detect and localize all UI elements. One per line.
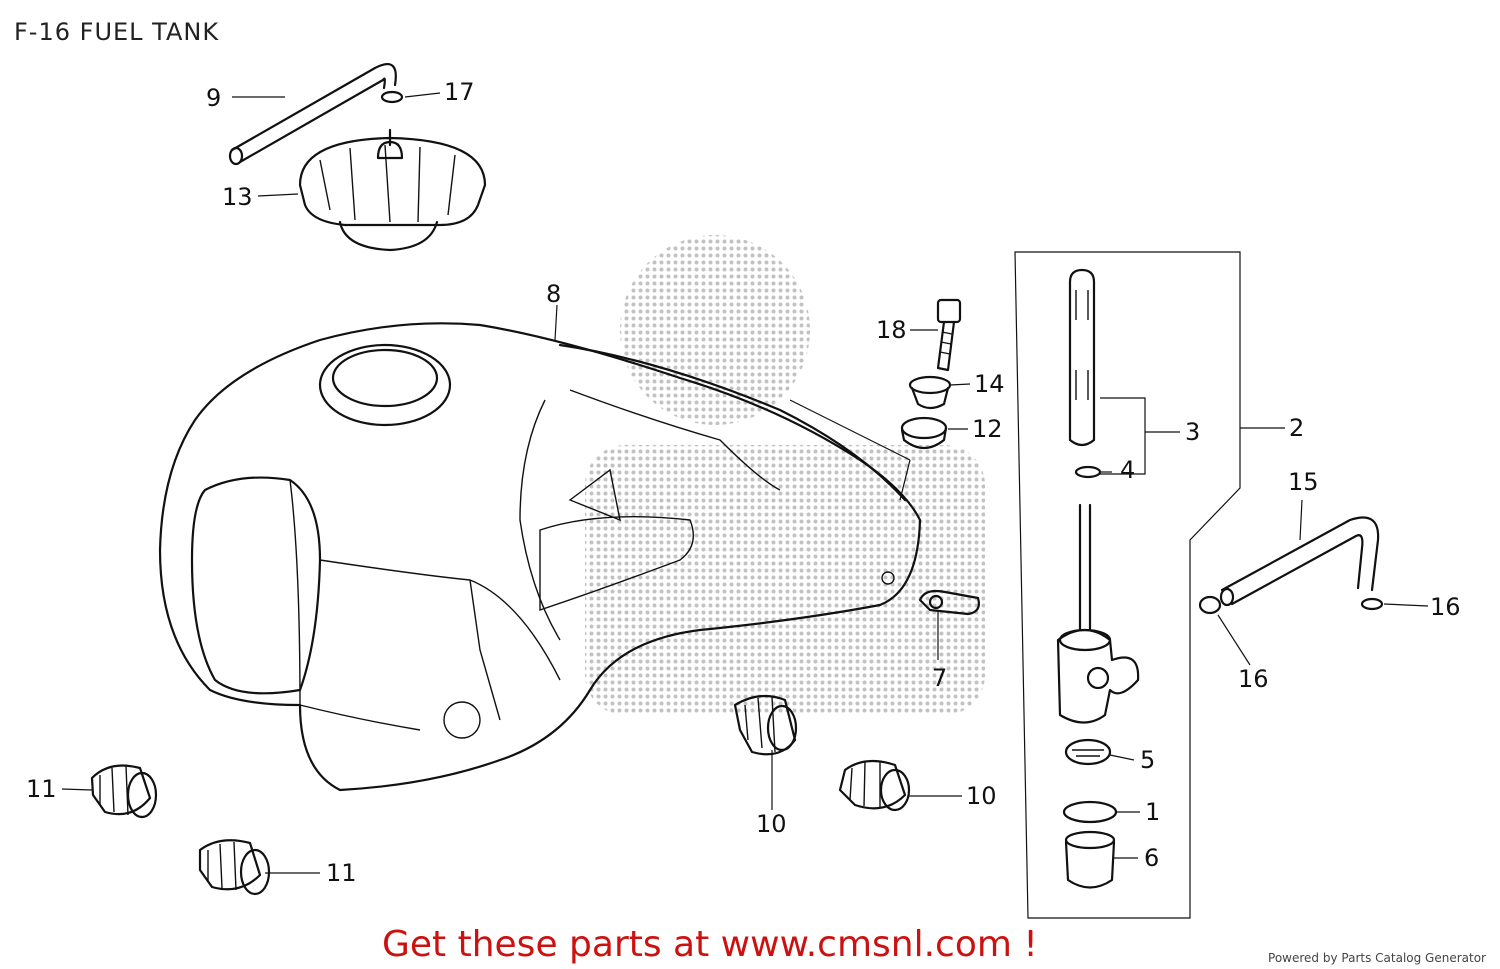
callout-15[interactable]: 15 [1288, 468, 1319, 496]
callout-8[interactable]: 8 [546, 280, 562, 308]
callout-16a[interactable]: 16 [1430, 593, 1461, 621]
filter-screen-part-5 [1064, 738, 1112, 766]
callout-5[interactable]: 5 [1140, 746, 1156, 774]
watermark-logo [585, 235, 985, 715]
o-ring-part-1 [1062, 800, 1118, 824]
cushion-part-11b [198, 839, 271, 896]
strainer-part-3 [1068, 268, 1096, 447]
clip-part-7 [918, 589, 980, 616]
powered-by-text: Powered by Parts Catalog Generator [1268, 951, 1486, 965]
cushion-part-11a [90, 764, 158, 819]
callout-10b[interactable]: 10 [966, 782, 997, 810]
page-title: F-16 FUEL TANK [14, 18, 220, 46]
cushion-part-12 [900, 416, 948, 450]
fuel-cock-body [1056, 503, 1140, 724]
tube-clip-part-16a [1198, 595, 1222, 615]
callout-11b[interactable]: 11 [326, 859, 357, 887]
washer-part-14 [908, 375, 952, 410]
callout-10a[interactable]: 10 [756, 810, 787, 838]
callout-16b[interactable]: 16 [1238, 665, 1269, 693]
tube-clip-part-17 [380, 90, 404, 104]
fuel-tank-part-8 [158, 322, 922, 792]
leader-lines [61, 92, 1429, 874]
fuel-cap-part-13 [298, 128, 487, 252]
get-parts-link[interactable]: Get these parts at www.cmsnl.com ! [382, 924, 1038, 965]
callout-1[interactable]: 1 [1145, 798, 1161, 826]
breather-tube-part-9 [228, 63, 397, 166]
callout-18[interactable]: 18 [876, 316, 907, 344]
cushion-part-10a [733, 694, 798, 756]
bolt-part-18 [936, 298, 962, 372]
fuel-cup-part-6 [1064, 830, 1116, 889]
o-ring-part-4 [1074, 465, 1102, 479]
tube-clip-part-16b [1360, 597, 1384, 611]
callout-4[interactable]: 4 [1120, 456, 1136, 484]
fuel-cock-assembly-box [1014, 251, 1241, 919]
callout-7[interactable]: 7 [932, 664, 948, 692]
callout-9[interactable]: 9 [206, 84, 222, 112]
callout-12[interactable]: 12 [972, 415, 1003, 443]
callout-6[interactable]: 6 [1144, 844, 1160, 872]
callout-17[interactable]: 17 [444, 78, 475, 106]
cushion-part-10b [838, 759, 911, 812]
callout-11a[interactable]: 11 [26, 775, 57, 803]
fuel-tube-part-15 [1219, 516, 1380, 607]
callout-14[interactable]: 14 [974, 370, 1005, 398]
callout-3[interactable]: 3 [1185, 418, 1201, 446]
callout-13[interactable]: 13 [222, 183, 253, 211]
callout-2[interactable]: 2 [1289, 414, 1305, 442]
